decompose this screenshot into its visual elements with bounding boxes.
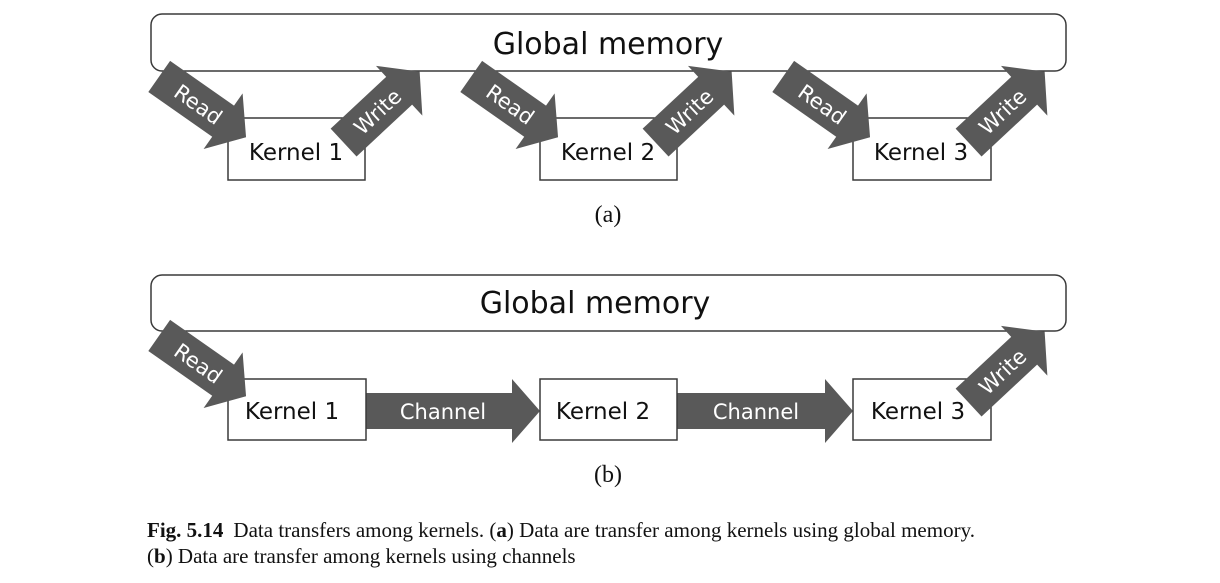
data-transfer-diagram: Global memory Kernel 1 Kernel 2 Kernel 3… — [148, 13, 1067, 488]
caption-line-2: (b) Data are transfer among kernels usin… — [147, 543, 1187, 569]
panel-a: Global memory Kernel 1 Kernel 2 Kernel 3… — [148, 13, 1067, 228]
caption-b-marker: b — [154, 544, 166, 568]
channel-label-1-b: Channel — [400, 400, 486, 424]
kernel-2-label-a: Kernel 2 — [561, 140, 655, 166]
kernel-1-label-b: Kernel 1 — [245, 399, 339, 425]
channel-arrow-2-b: Channel — [677, 379, 853, 443]
kernel-1-label-a: Kernel 1 — [249, 140, 343, 166]
kernel-2-box-b — [539, 378, 678, 441]
caption-text-4: ) Data are transfer among kernels using … — [165, 544, 576, 568]
kernel-2-label-b: Kernel 2 — [556, 399, 650, 425]
channel-arrow-1-b: Channel — [366, 379, 540, 443]
panel-b: Global memory Channel Channel Kernel 1 K… — [148, 274, 1067, 488]
caption-a-marker: a — [496, 518, 507, 542]
caption-text-3: ( — [147, 544, 154, 568]
figure-number: Fig. 5.14 — [147, 518, 224, 542]
channel-label-2-b: Channel — [713, 400, 799, 424]
kernel-3-label-a: Kernel 3 — [874, 140, 968, 166]
kernel-1-box-b — [227, 378, 367, 441]
kernel-3-label-b: Kernel 3 — [871, 399, 965, 425]
global-memory-label-b: Global memory — [480, 286, 711, 321]
global-memory-label-a: Global memory — [493, 27, 724, 62]
caption-line-1: Fig. 5.14 Data transfers among kernels. (… — [147, 517, 1187, 543]
write-arrow-1-a: Write — [330, 65, 423, 157]
panel-b-sublabel: (b) — [594, 462, 622, 488]
panel-a-sublabel: (a) — [595, 202, 622, 228]
caption-text-2: ) Data are transfer among kernels using … — [506, 518, 975, 542]
figure-caption: Fig. 5.14 Data transfers among kernels. (… — [147, 517, 1187, 569]
global-memory-box-a — [150, 13, 1067, 72]
global-memory-box-b — [150, 274, 1067, 332]
caption-text-1: Data transfers among kernels. ( — [233, 518, 497, 542]
